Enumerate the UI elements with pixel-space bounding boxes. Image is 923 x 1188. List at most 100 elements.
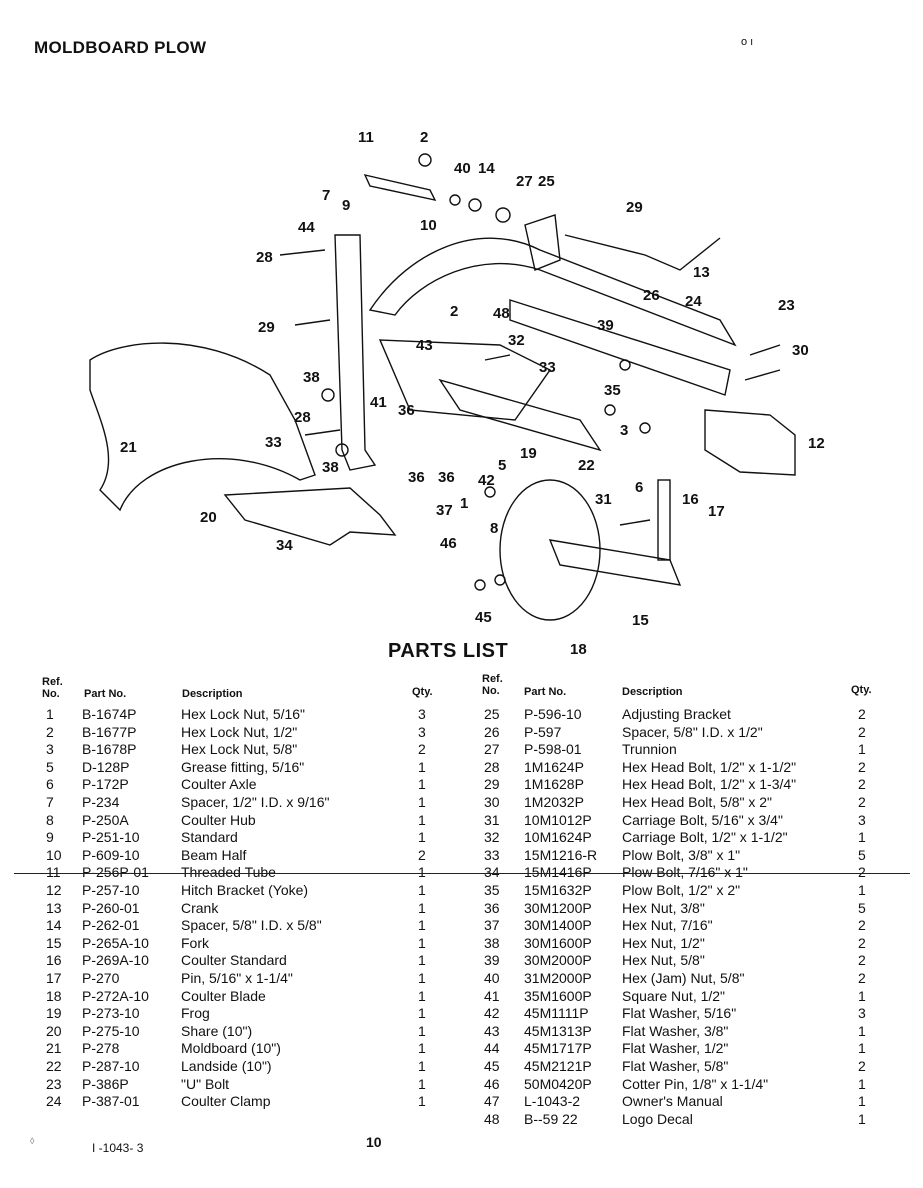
- callout-16: 16: [682, 491, 699, 508]
- callout-2b: 2: [450, 303, 458, 320]
- cell-qty: 2: [858, 758, 866, 775]
- cell-ref: 44: [484, 1040, 500, 1057]
- callout-28: 28: [256, 249, 273, 266]
- beam-half-shape: [368, 237, 737, 347]
- cell-ref: 36: [484, 899, 500, 916]
- cell-desc: Carriage Bolt, 1/2" x 1-1/2": [622, 829, 788, 846]
- cell-desc: Hex Lock Nut, 1/2": [181, 723, 298, 740]
- cell-ref: 20: [46, 1022, 62, 1039]
- callout-21: 21: [120, 439, 137, 456]
- cell-part: 45M1717P: [524, 1040, 592, 1057]
- cell-part: P-387-01: [82, 1093, 140, 1110]
- cell-qty: 1: [858, 1075, 866, 1092]
- callout-2: 2: [420, 129, 428, 146]
- callout-39: 39: [597, 317, 614, 334]
- callout-40: 40: [454, 160, 471, 177]
- cell-ref: 10: [46, 846, 62, 863]
- cell-ref: 41: [484, 987, 500, 1004]
- standard-shape: [334, 234, 377, 471]
- landside-shape: [438, 378, 602, 452]
- strike-through-line: [14, 873, 910, 874]
- cell-ref: 47: [484, 1093, 500, 1110]
- cell-qty: 2: [858, 934, 866, 951]
- footer-mark: ◊: [30, 1136, 35, 1146]
- callout-5: 5: [498, 457, 506, 474]
- cell-ref: 13: [46, 899, 62, 916]
- cell-desc: Plow Bolt, 3/8" x 1": [622, 846, 741, 863]
- cell-part: P-250A: [82, 811, 129, 828]
- coulter-standard-shape: [657, 479, 671, 561]
- header-no-text: No.: [482, 685, 500, 697]
- cell-desc: Hex Lock Nut, 5/16": [181, 706, 306, 722]
- callout-15: 15: [632, 612, 649, 629]
- cell-part: B-1677P: [82, 723, 137, 740]
- cell-part: 50M0420P: [524, 1075, 592, 1092]
- cell-qty: 1: [418, 1093, 426, 1110]
- cell-part: P-598-01: [524, 741, 582, 758]
- callout-32: 32: [508, 332, 525, 349]
- cell-desc: Threaded Tube: [181, 864, 276, 881]
- cell-ref: 42: [484, 1005, 500, 1022]
- cell-qty: 1: [418, 1022, 426, 1039]
- cell-qty: 1: [418, 987, 426, 1004]
- cell-desc: Spacer, 5/8" I.D. x 1/2": [622, 723, 763, 740]
- cell-desc: Plow Bolt, 7/16" x 1": [622, 864, 748, 881]
- cell-ref: 1: [46, 706, 54, 722]
- cell-qty: 1: [858, 829, 866, 846]
- cell-qty: 1: [858, 1093, 866, 1110]
- callout-38: 38: [303, 369, 320, 386]
- cell-ref: 37: [484, 917, 500, 934]
- callout-11: 11: [358, 129, 374, 146]
- cell-ref: 12: [46, 882, 62, 898]
- callout-27: 27: [516, 173, 533, 190]
- cell-qty: 1: [418, 1040, 426, 1057]
- cell-desc: Hex Head Bolt, 1/2" x 1-1/2": [622, 758, 797, 775]
- cell-desc: Cotter Pin, 1/8" x 1-1/4": [622, 1075, 769, 1092]
- cell-ref: 16: [46, 952, 62, 969]
- cell-qty: 1: [858, 1022, 866, 1039]
- cell-desc: Fork: [181, 934, 209, 951]
- cell-part: 15M1216-R: [524, 846, 598, 863]
- callout-29: 29: [626, 199, 643, 216]
- cell-desc: Flat Washer, 3/8": [622, 1022, 729, 1039]
- cell-qty: 1: [418, 917, 426, 934]
- cell-part: 15M1632P: [524, 882, 592, 898]
- callout-34: 34: [276, 537, 293, 554]
- callout-14: 14: [478, 160, 495, 177]
- cell-part: 30M1400P: [524, 917, 592, 934]
- cell-desc: Coulter Clamp: [181, 1093, 271, 1110]
- diagram-svg: 11 2 40 14 27 25 7 9 10 29 44 28 13 26 2…: [89, 129, 825, 658]
- cell-part: P-234: [82, 794, 120, 810]
- parts-list-title: PARTS LIST: [388, 640, 509, 662]
- cell-ref: 27: [484, 741, 500, 758]
- cell-desc: Flat Washer, 5/16": [622, 1005, 737, 1022]
- cell-part: P-272A-10: [82, 987, 149, 1004]
- callout-33b: 33: [265, 434, 282, 451]
- cell-qty: 2: [418, 846, 426, 863]
- cell-ref: 23: [46, 1075, 62, 1092]
- callout-1: 1: [460, 495, 468, 512]
- cell-part: 35M1600P: [524, 987, 592, 1004]
- callout-42: 42: [478, 472, 495, 489]
- corner-mark: o ı: [741, 36, 754, 48]
- cell-part: P-609-10: [82, 846, 140, 863]
- callout-36c: 36: [438, 469, 455, 486]
- cell-ref: 17: [46, 970, 62, 986]
- cell-desc: Landside (10"): [181, 1058, 272, 1074]
- cell-part: B--59 22: [524, 1110, 578, 1127]
- cell-qty: 2: [418, 741, 426, 758]
- callout-13: 13: [693, 264, 710, 281]
- cell-part: 15M1416P: [524, 864, 592, 881]
- callout-25: 25: [538, 173, 555, 190]
- callout-22: 22: [578, 457, 595, 474]
- cell-part: P-270: [82, 970, 120, 986]
- callout-12: 12: [808, 435, 825, 452]
- cell-qty: 2: [858, 863, 866, 881]
- header-no-text: No.: [42, 688, 60, 700]
- cell-qty: 1: [418, 829, 426, 846]
- cell-desc: Trunnion: [622, 741, 677, 758]
- fork-shape: [548, 539, 682, 586]
- callout-19: 19: [520, 445, 537, 462]
- cell-qty: 1: [418, 1005, 426, 1022]
- callout-29b: 29: [258, 319, 275, 336]
